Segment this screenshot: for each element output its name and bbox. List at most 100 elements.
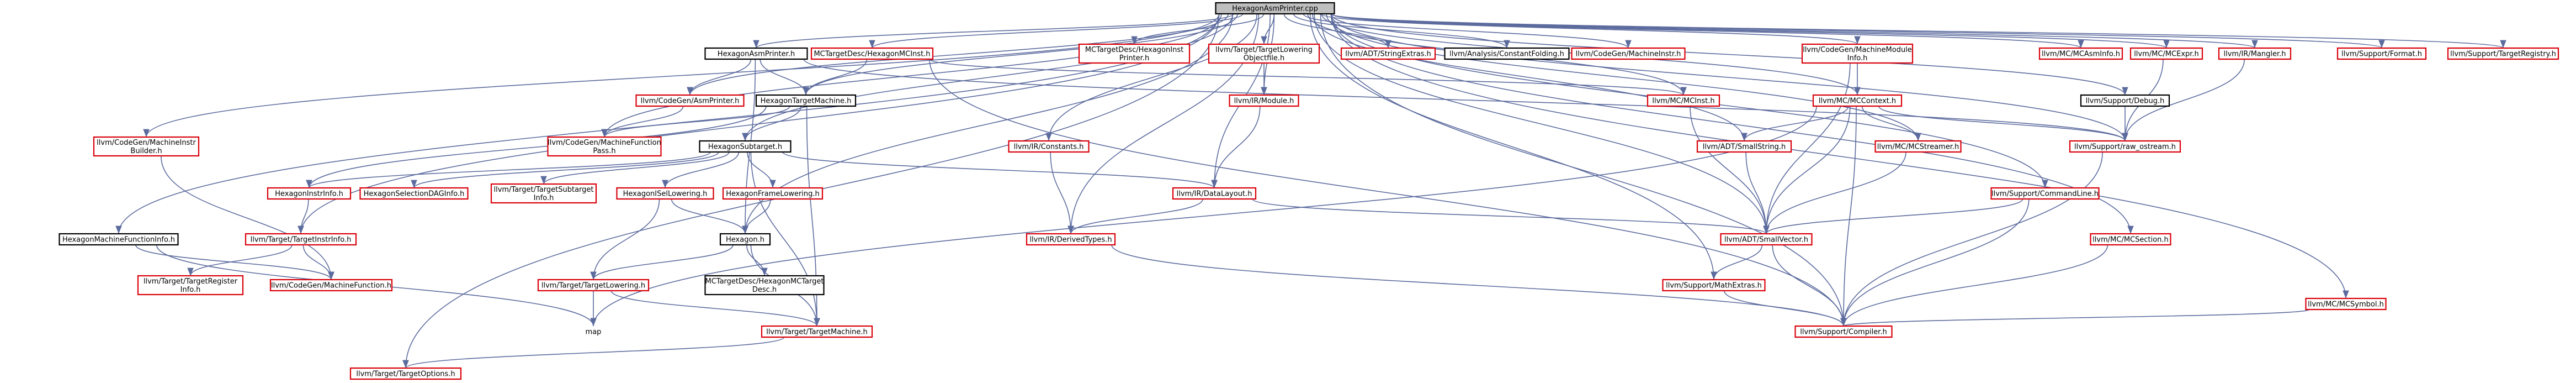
node-support-debug-h[interactable]: llvm/Support/Debug.h: [2080, 94, 2170, 107]
node-hexagonframelowering-h[interactable]: HexagonFrameLowering.h: [722, 187, 824, 200]
edge-hexagonframelowering-h-to-hexagon-h: [742, 198, 771, 234]
node-box: [1008, 140, 1090, 153]
node-hexagonisellowering-h[interactable]: HexagonISelLowering.h: [616, 187, 714, 200]
edge-support-raw-ostream-h-to-support-compiler-h: [1840, 151, 2103, 327]
node-box: [722, 187, 824, 200]
edge-target-targetinstrinfo-h-to-target-targetregisterinfo-h: [187, 244, 293, 276]
node-target-targetoptions-h[interactable]: llvm/Target/TargetOptions.h: [349, 367, 462, 380]
node-mc-mcexpr-h[interactable]: llvm/MC/MCExpr.h: [2129, 47, 2203, 60]
node-layer: HexagonAsmPrinter.cppHexagonAsmPrinter.h…: [59, 2, 2559, 380]
node-codegen-asmprinter-h[interactable]: llvm/CodeGen/AsmPrinter.h: [635, 94, 745, 107]
edge-mctargetdesc-hexagonmcinst-h-to-hexagontargetmachine-h: [803, 59, 868, 96]
node-label: llvm/CodeGen/MachineInstr.h: [1576, 50, 1681, 59]
node-hexagoninstrinfo-h[interactable]: HexagonInstrInfo.h: [267, 187, 352, 200]
edge-codegen-machinemoduleinfo-h-to-adt-smallvector-h: [1763, 62, 1851, 234]
node-hexagonasmprinter-h[interactable]: HexagonAsmPrinter.h: [704, 47, 808, 60]
node-mc-mcsection-h[interactable]: llvm/MC/MCSection.h: [2090, 233, 2171, 246]
edge-adt-smallvector-h-to-support-mathextras-h: [1711, 244, 1763, 280]
node-label: llvm/IR/Constants.h: [1014, 143, 1084, 151]
edge-mc-mcsection-h-to-support-compiler-h: [1840, 244, 2108, 327]
edge-mc-mccontext-h-to-support-compiler-h: [1840, 106, 1857, 327]
node-box: [761, 325, 873, 338]
node-box: [719, 233, 771, 246]
node-support-format-h[interactable]: llvm/Support/Format.h: [2336, 47, 2427, 60]
node-label: llvm/IR/Module.h: [1234, 97, 1294, 106]
node-target-targetinstrinfo-h[interactable]: llvm/Target/TargetInstrInfo.h: [245, 233, 357, 246]
node-hexagontargetmachine-h[interactable]: HexagonTargetMachine.h: [755, 94, 857, 107]
node-codegen-machineinstr-h[interactable]: llvm/CodeGen/MachineInstr.h: [1571, 47, 1686, 60]
node-mc-mcasminfo-h[interactable]: llvm/MC/MCAsmInfo.h: [2038, 47, 2123, 60]
edge-support-commandline-h-to-adt-smallvector-h: [1763, 198, 2023, 234]
node-target-targetlowering-h[interactable]: llvm/Target/TargetLowering.h: [537, 279, 650, 292]
node-adt-stringextras-h[interactable]: llvm/ADT/StringExtras.h: [1340, 47, 1436, 60]
node-ir-mangler-h[interactable]: llvm/IR/Mangler.h: [2218, 47, 2292, 60]
node-ir-module-h[interactable]: llvm/IR/Module.h: [1229, 94, 1299, 107]
node-box: [1026, 233, 1116, 246]
node-root[interactable]: HexagonAsmPrinter.cpp: [1215, 2, 1335, 15]
edge-adt-smallstring-h-to-adt-smallvector-h: [1745, 151, 1770, 234]
node-hexagonselectiondaginfo-h[interactable]: HexagonSelectionDAGInfo.h: [359, 187, 469, 200]
node-mc-mcsymbol-h[interactable]: llvm/MC/MCSymbol.h: [2305, 297, 2387, 311]
edge-mc-mcstreamer-h-to-adt-smallvector-h: [1763, 151, 1906, 234]
node-hexagonsubtarget-h[interactable]: HexagonSubtarget.h: [699, 140, 792, 153]
edge-root-to-hexagonsubtarget-h: [742, 13, 1233, 141]
node-box: [267, 187, 352, 200]
node-ir-derivedtypes-h[interactable]: llvm/IR/DerivedTypes.h: [1026, 233, 1116, 246]
edge-root-to-codegen-asmprinter-h: [687, 13, 1229, 96]
node-support-mathextras-h[interactable]: llvm/Support/MathExtras.h: [1662, 279, 1766, 292]
node-map[interactable]: map: [586, 328, 602, 337]
node-mc-mcstreamer-h[interactable]: llvm/MC/MCStreamer.h: [1874, 140, 1962, 153]
node-label: llvm/Support/raw_ostream.h: [2074, 143, 2176, 151]
node-box: [245, 233, 357, 246]
node-codegen-machinefunction-h[interactable]: llvm/CodeGen/MachineFunction.h: [269, 279, 393, 292]
edge-adt-smallvector-h-to-support-compiler-h: [1772, 244, 1847, 327]
node-label: Desc.h: [752, 286, 777, 294]
node-analysis-constantfolding-h[interactable]: llvm/Analysis/ConstantFolding.h: [1444, 47, 1570, 60]
node-ir-datalayout-h[interactable]: llvm/IR/DataLayout.h: [1172, 187, 1257, 200]
node-box: [1812, 94, 1903, 107]
node-label: Printer.h: [1119, 54, 1149, 62]
node-support-commandline-h[interactable]: llvm/Support/CommandLine.h: [1990, 187, 2100, 200]
node-support-targetregistry-h[interactable]: llvm/Support/TargetRegistry.h: [2447, 47, 2559, 60]
edge-root-to-support-compiler-h: [1320, 13, 1847, 327]
node-label: llvm/IR/DerivedTypes.h: [1029, 236, 1112, 244]
node-hexagon-h[interactable]: Hexagon.h: [719, 233, 771, 246]
edge-root-to-support-mathextras-h: [1309, 13, 1717, 280]
node-target-targetmachine-h[interactable]: llvm/Target/TargetMachine.h: [761, 325, 873, 338]
node-adt-smallstring-h[interactable]: llvm/ADT/SmallString.h: [1696, 140, 1792, 153]
node-box: [349, 367, 462, 380]
edge-mc-mcinst-h-to-adt-smallvector-h: [1690, 106, 1770, 234]
node-label: llvm/Target/TargetLowering.h: [541, 282, 645, 290]
node-label: llvm/Support/Format.h: [2341, 50, 2422, 59]
node-label: llvm/MC/MCSection.h: [2092, 236, 2169, 244]
node-support-compiler-h[interactable]: llvm/Support/Compiler.h: [1794, 325, 1893, 338]
node-label: llvm/Target/TargetInstrInfo.h: [251, 236, 352, 244]
node-adt-smallvector-h[interactable]: llvm/ADT/SmallVector.h: [1720, 233, 1813, 246]
node-support-raw-ostream-h[interactable]: llvm/Support/raw_ostream.h: [2069, 140, 2181, 153]
node-mc-mcinst-h[interactable]: llvm/MC/MCInst.h: [1646, 94, 1720, 107]
node-hexagonmachinefunctioninfo-h[interactable]: HexagonMachineFunctionInfo.h: [59, 233, 179, 246]
node-mctargetdesc-hexagonmcinst-h[interactable]: MCTargetDesc/HexagonMCInst.h: [810, 47, 934, 60]
edge-root-to-adt-smallvector-h: [1314, 13, 1770, 234]
node-label: HexagonSubtarget.h: [708, 143, 782, 151]
edge-hexagonsubtarget-h-to-hexagonselectiondaginfo-h: [411, 151, 719, 188]
node-ir-constants-h[interactable]: llvm/IR/Constants.h: [1008, 140, 1090, 153]
node-box: [2090, 233, 2171, 246]
edge-mctargetdesc-hexagonmcinst-h-to-support-compiler-h: [929, 59, 1847, 327]
node-mc-mccontext-h[interactable]: llvm/MC/MCContext.h: [1812, 94, 1903, 107]
node-label: llvm/MC/MCExpr.h: [2134, 50, 2199, 59]
node-box: [1340, 47, 1436, 60]
node-label: llvm/Target/TargetRegister: [144, 277, 238, 286]
node-box: [699, 140, 792, 153]
node-box: [2447, 47, 2559, 60]
node-box: [2305, 297, 2387, 311]
node-label: llvm/CodeGen/MachineFunction: [548, 139, 661, 147]
